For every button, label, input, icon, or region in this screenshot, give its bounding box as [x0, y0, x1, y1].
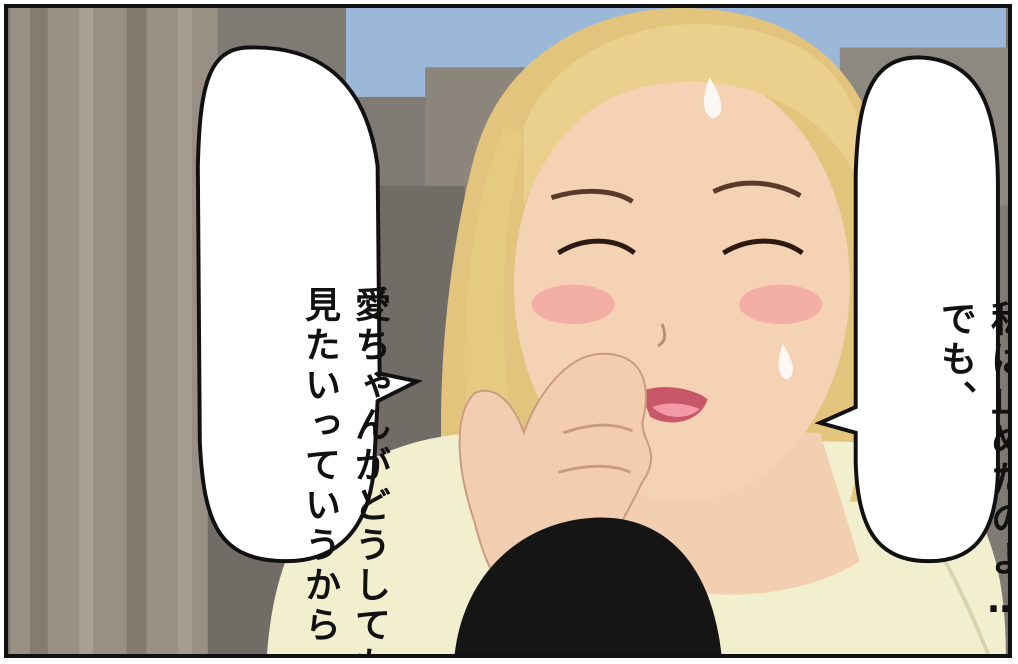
curtain [10, 8, 218, 654]
sweat-drop-forehead [703, 77, 722, 119]
speech-left-line-1: 愛ちゃんがどうしても [349, 286, 390, 658]
woman-hair-front [523, 24, 870, 206]
speech-right-line-2: でも、 [935, 300, 976, 420]
hand-finger-line-2 [557, 464, 632, 474]
speech-left-line-2: 見たいっていうから… [299, 286, 340, 658]
speech-text-right: 私は止めたのよ… でも、 [880, 120, 1012, 625]
woman-nose [657, 323, 667, 348]
speech-right-line-1: 私は止めたのよ… [985, 300, 1012, 625]
woman-eye-left [557, 238, 636, 256]
sweat-drop-cheek [778, 343, 793, 380]
woman-eye-right [722, 238, 804, 256]
speech-text-left: 愛ちゃんがどうしても 見たいっていうから… [244, 106, 444, 658]
woman-blush-right [739, 284, 823, 325]
speech-bubble-right [814, 55, 1000, 564]
comic-panel: 愛ちゃんがどうしても 見たいっていうから… 私は止めたのよ… でも、 [4, 4, 1012, 658]
hand-finger-line-1 [562, 423, 634, 435]
speech-bubble-left [195, 45, 424, 564]
comic-illustration [10, 8, 1008, 654]
woman-eyebrow-right [712, 180, 802, 198]
woman-eyebrow-left [550, 188, 634, 204]
child-hair [454, 517, 722, 654]
woman-blush-left [531, 284, 615, 325]
woman-tongue [652, 403, 700, 417]
